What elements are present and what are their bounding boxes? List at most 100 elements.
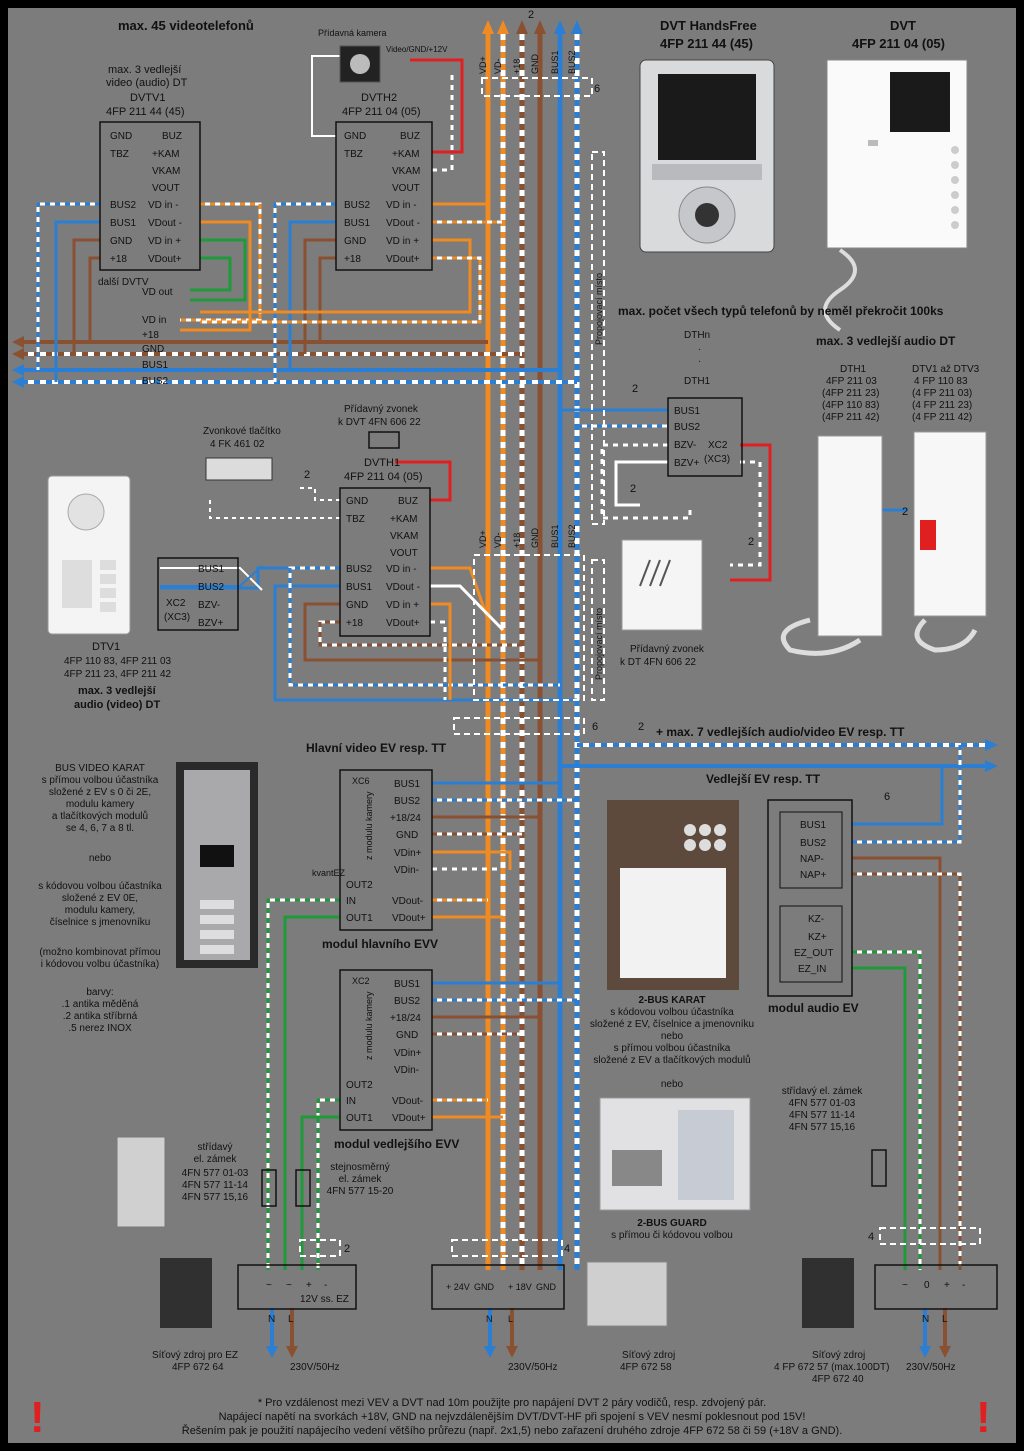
svg-text:L: L	[508, 1314, 513, 1324]
svg-text:složené z EV s 0 či 2E,: složené z EV s 0 či 2E,	[49, 787, 151, 798]
bus-top-labels: VD+ VD- +18 GND BUS1 BUS2	[478, 50, 577, 74]
footer: * Pro vzdálenost mezi VEV a DVT nad 10m …	[182, 1397, 843, 1437]
dtv1-box	[157, 557, 239, 631]
connection-boxes	[299, 77, 981, 1257]
svg-text:BUS2: BUS2	[344, 200, 371, 211]
svg-text:+: +	[944, 1280, 950, 1291]
bell-button-device	[205, 457, 273, 481]
heading-max-all-phones: max. počet všech typů telefonů by neměl …	[618, 304, 944, 318]
svg-text:4FP 672 64: 4FP 672 64	[172, 1362, 224, 1373]
dtv1-terminals: BUS1 BUS2 BZV- BZV+ XC2 (XC3)	[164, 564, 225, 629]
trunk-top	[485, 28, 580, 1270]
svg-text:VDout -: VDout -	[148, 218, 182, 229]
dtv1-device	[47, 475, 131, 635]
svg-text:střídavý el. zámek: střídavý el. zámek	[782, 1086, 864, 1097]
svg-text:(možno kombinovat přímou: (možno kombinovat přímou	[39, 947, 160, 958]
svg-text:BUZ: BUZ	[400, 131, 420, 142]
dvtv1-terminals: GND TBZ BUS2 BUS1 GND +18 BUZ +KAM VKAM …	[110, 131, 182, 265]
svg-text:číselnice s jmenovníku: číselnice s jmenovníku	[50, 917, 151, 928]
svg-text:BUS2: BUS2	[198, 582, 225, 593]
dth-list-0: DTHn	[684, 330, 710, 341]
svg-text:BUS2: BUS2	[394, 996, 421, 1007]
svg-text:4FN 577 01-03: 4FN 577 01-03	[182, 1168, 249, 1179]
svg-text:VD in -: VD in -	[386, 200, 417, 211]
lock-right-text: střídavý el. zámek 4FN 577 01-03 4FN 577…	[782, 1086, 864, 1133]
dth-box	[667, 397, 743, 477]
svg-text:2-BUS KARAT: 2-BUS KARAT	[638, 995, 705, 1006]
svg-text:BZV+: BZV+	[674, 458, 699, 469]
svg-text:el. zámek: el. zámek	[339, 1174, 383, 1185]
svg-text:Síťový zdroj: Síťový zdroj	[812, 1350, 865, 1361]
top-arrows	[482, 20, 583, 34]
svg-text:BUS1: BUS1	[346, 582, 373, 593]
main-evv-box	[339, 769, 433, 931]
svg-text:OUT1: OUT1	[346, 1113, 373, 1124]
svg-text:4FP 672 40: 4FP 672 40	[812, 1374, 864, 1385]
svg-text:4FN 577 01-03: 4FN 577 01-03	[789, 1098, 856, 1109]
svg-text:BUZ: BUZ	[398, 496, 418, 507]
main-evv-note: kvantEZ	[312, 868, 346, 878]
svg-text:N: N	[268, 1314, 275, 1325]
svg-text:2: 2	[638, 721, 644, 733]
karat-panel	[607, 800, 739, 990]
svg-text:OUT2: OUT2	[346, 880, 373, 891]
svg-text:VD in -: VD in -	[386, 564, 417, 575]
dtv1-note-1: max. 3 vedlejší	[78, 685, 157, 697]
svg-text:(4 FP 211 03): (4 FP 211 03)	[912, 388, 972, 399]
main-evv-xc: XC6	[352, 776, 370, 786]
camera-signal: Video/GND/+12V	[386, 45, 448, 54]
svg-text:230V/50Hz: 230V/50Hz	[906, 1362, 955, 1373]
svg-text:s kódovou volbou účastníka: s kódovou volbou účastníka	[38, 881, 162, 892]
heading-dvt-hf: DVT HandsFree	[660, 18, 757, 33]
svg-text:BUS1: BUS1	[142, 360, 169, 371]
svg-text:4: 4	[564, 1243, 570, 1255]
supply-center-text: + 24V GND + 18V GND N L 230V/50Hz Síťový…	[446, 1282, 675, 1373]
svg-text:XC2: XC2	[166, 598, 186, 609]
svg-text:VD in +: VD in +	[148, 236, 181, 247]
svg-text:230V/50Hz: 230V/50Hz	[290, 1362, 339, 1373]
svg-text:2-BUS GUARD: 2-BUS GUARD	[637, 1218, 706, 1229]
zvonek-dt-label: Přídavný zvonek	[630, 644, 705, 655]
dvtv1-mid: video (audio) DT	[106, 77, 188, 89]
svg-text:+ 18V: + 18V	[508, 1282, 532, 1292]
lock-symbol-3	[871, 1149, 887, 1187]
svg-text:+KAM: +KAM	[390, 514, 418, 525]
svg-text:i kódovou volbu účastníka): i kódovou volbu účastníka)	[41, 959, 159, 970]
svg-text:+KAM: +KAM	[152, 149, 180, 160]
svg-text:BUS1: BUS1	[674, 406, 701, 417]
svg-text:VOUT: VOUT	[390, 548, 418, 559]
svg-text:6: 6	[594, 83, 600, 95]
svg-text:GND: GND	[142, 344, 164, 355]
svg-text:VDout-: VDout-	[392, 896, 423, 907]
svg-text:0: 0	[924, 1280, 930, 1291]
svg-text:s kódovou volbou účastníka: s kódovou volbou účastníka	[610, 1007, 734, 1018]
svg-text:BZV-: BZV-	[198, 600, 220, 611]
svg-text:BZV+: BZV+	[198, 618, 223, 629]
side-evv-title: modul vedlejšího EVV	[334, 1137, 459, 1151]
svg-text:(4 FP 211 42): (4 FP 211 42)	[912, 412, 972, 423]
svg-text:BUS1: BUS1	[344, 218, 371, 229]
svg-text:4FN 577 15,16: 4FN 577 15,16	[789, 1122, 856, 1133]
wires	[12, 20, 998, 1358]
svg-text:nebo: nebo	[661, 1031, 684, 1042]
svg-text:6: 6	[592, 721, 598, 733]
svg-text:+: +	[306, 1280, 312, 1291]
dvth1-terminals: GND TBZ BUS2 BUS1 GND +18 BUZ +KAM VKAM …	[346, 496, 420, 629]
lock-symbol-1	[261, 1169, 277, 1207]
svg-text:(4FP 211 42): (4FP 211 42)	[822, 412, 879, 423]
main-evv-side: z modulu kamery	[364, 791, 374, 860]
svg-text:VD+: VD+	[478, 530, 488, 548]
svg-text:(4 FP 211 23): (4 FP 211 23)	[912, 400, 972, 411]
svg-text:GND: GND	[530, 54, 540, 75]
svg-text:(XC3): (XC3)	[164, 612, 190, 623]
svg-text:N: N	[486, 1314, 493, 1324]
heading-max7-ev: + max. 7 vedlejších audio/video EV resp.…	[656, 725, 905, 739]
svg-text:2: 2	[748, 536, 754, 548]
svg-text:IN: IN	[346, 896, 356, 907]
svg-text:4: 4	[868, 1231, 874, 1243]
supply-right-box	[874, 1264, 998, 1310]
dtv1-note-2: audio (video) DT	[74, 699, 160, 711]
warning-excl-right: !	[976, 1393, 991, 1442]
svg-text:BUS1: BUS1	[394, 979, 421, 990]
svg-text:Síťový zdroj pro EZ: Síťový zdroj pro EZ	[152, 1350, 238, 1361]
